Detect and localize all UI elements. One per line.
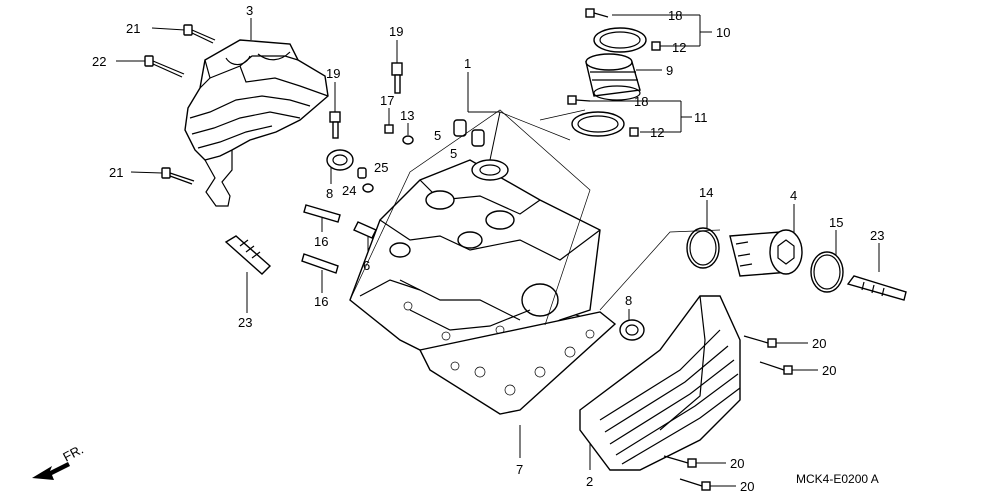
stud-16-upper xyxy=(303,204,341,223)
spark-plug-23-left xyxy=(224,235,272,275)
callout-12-lower: 12 xyxy=(650,125,664,140)
callout-20-a: 20 xyxy=(812,336,826,351)
bolt-20-a xyxy=(743,335,777,348)
callout-24: 24 xyxy=(342,183,356,198)
cover-bolts xyxy=(144,24,216,185)
callout-6: 6 xyxy=(363,258,370,273)
plug-8-left xyxy=(326,149,354,171)
dowel-25 xyxy=(357,167,367,179)
callout-12-upper: 12 xyxy=(672,40,686,55)
callout-19-lower: 19 xyxy=(326,66,340,81)
bolt-21-top xyxy=(183,24,216,44)
callout-10: 10 xyxy=(716,25,730,40)
callout-8-left: 8 xyxy=(326,186,333,201)
clamp-11 xyxy=(571,111,625,137)
bolt-20-c xyxy=(663,455,697,468)
cover-bolts-20 xyxy=(663,335,793,491)
insulator-9 xyxy=(585,53,641,101)
callout-7: 7 xyxy=(516,462,523,477)
callout-11: 11 xyxy=(694,110,708,125)
callout-5-upper: 5 xyxy=(434,128,441,143)
cap-outline xyxy=(599,229,721,311)
plug-8-right xyxy=(619,319,645,341)
nut-12-lower xyxy=(629,127,639,137)
callout-23-right: 23 xyxy=(870,228,884,243)
callout-18-upper: 18 xyxy=(668,8,682,23)
callout-18-lower: 18 xyxy=(634,94,648,109)
callout-13: 13 xyxy=(400,108,414,123)
direction-label: FR. xyxy=(60,442,86,465)
small-parts-left xyxy=(224,62,485,275)
side-cover xyxy=(579,295,741,471)
bolt-17 xyxy=(384,124,394,134)
callout-2: 2 xyxy=(586,474,593,489)
callout-9: 9 xyxy=(666,63,673,78)
oring-15 xyxy=(810,251,844,293)
front-direction-arrow xyxy=(32,462,70,480)
cap-4 xyxy=(729,229,803,277)
dowel-5 xyxy=(453,119,485,147)
diagram-code: MCK4-E0200 A xyxy=(796,472,879,486)
callout-8-right: 8 xyxy=(625,293,632,308)
nut-12-upper xyxy=(651,41,661,51)
head-gasket xyxy=(418,311,617,415)
leader-lines xyxy=(116,14,880,487)
washer-24 xyxy=(362,183,374,193)
callout-23-left: 23 xyxy=(238,315,252,330)
callout-5-lower: 5 xyxy=(450,146,457,161)
callout-15: 15 xyxy=(829,215,843,230)
bolt-20-b xyxy=(759,361,793,375)
callout-20-c: 20 xyxy=(730,456,744,471)
washer-13 xyxy=(402,135,414,145)
bolt-22 xyxy=(144,55,185,78)
callout-16-lower: 16 xyxy=(314,294,328,309)
bolt-19-upper xyxy=(391,62,403,94)
callout-3: 3 xyxy=(246,3,253,18)
head-outline xyxy=(349,109,591,326)
bolt-20-d xyxy=(679,478,711,491)
callout-16-upper: 16 xyxy=(314,234,328,249)
callout-19-upper: 19 xyxy=(389,24,403,39)
callout-21-top: 21 xyxy=(126,21,140,36)
bolt-18-lower xyxy=(567,95,591,105)
callout-25: 25 xyxy=(374,160,388,175)
bolt-21-bottom xyxy=(161,167,195,185)
dowel-6 xyxy=(353,221,377,239)
callout-20-b: 20 xyxy=(822,363,836,378)
callout-4: 4 xyxy=(790,188,797,203)
bolt-19-lower xyxy=(329,111,341,139)
oring-14 xyxy=(686,227,720,269)
cylinder-head xyxy=(349,159,601,361)
callout-17: 17 xyxy=(380,93,394,108)
callout-1: 1 xyxy=(464,56,471,71)
callout-14: 14 xyxy=(699,185,713,200)
cylinder-head-cover xyxy=(184,39,329,207)
callout-22: 22 xyxy=(92,54,106,69)
callout-20-d: 20 xyxy=(740,479,754,494)
spark-plug-23-right xyxy=(846,275,907,301)
clamp-10 xyxy=(593,27,647,53)
bolt-18-upper xyxy=(585,8,609,18)
stud-16-lower xyxy=(301,253,339,274)
insulator-assembly xyxy=(499,8,661,141)
callout-21-bottom: 21 xyxy=(109,165,123,180)
